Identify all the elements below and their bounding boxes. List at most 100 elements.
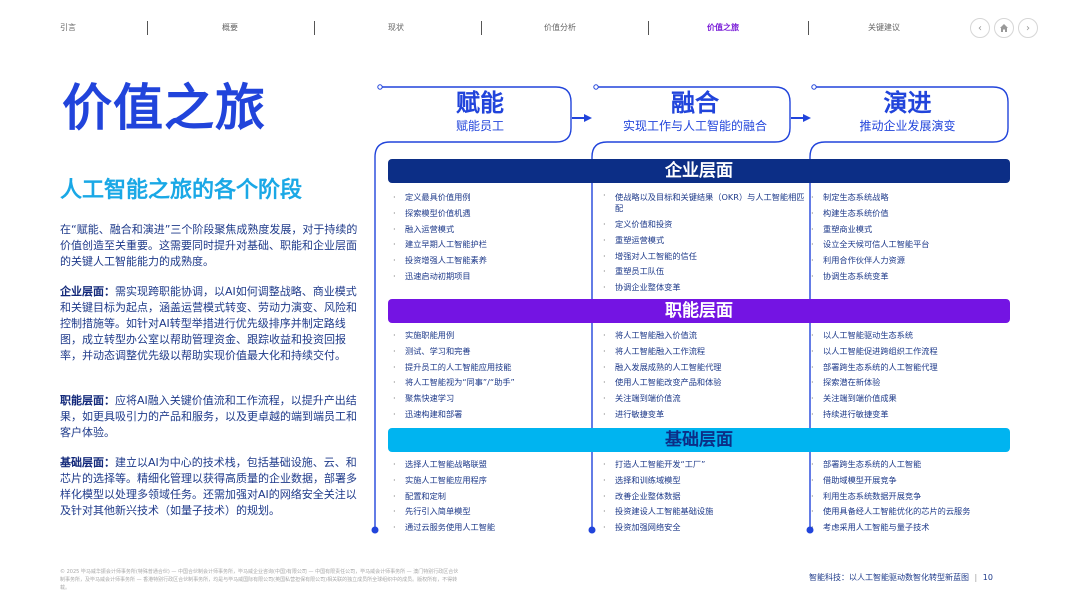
prev-page-button[interactable]: ‹ bbox=[970, 18, 990, 38]
nav-divider bbox=[648, 21, 649, 35]
enterprise-text: 需实现跨职能协调，以AI如何调整战略、商业模式和关键目标为起点，涵盖运营模式转变… bbox=[60, 285, 357, 362]
enterprise-heading: 企业层面： bbox=[60, 285, 115, 298]
list-item: 重塑商业模式 bbox=[808, 222, 1008, 238]
arrow-right-icon bbox=[572, 114, 811, 122]
foundation-text: 建立以AI为中心的技术栈，包括基础设施、云、和芯片的选择等。精细化管理以获得高质… bbox=[60, 456, 357, 517]
enterprise-integrate-list: 使战略以及目标和关键结果（OKR）与人工智能相匹配 定义价值和投资 重塑运营模式… bbox=[600, 190, 805, 296]
stage-subtitle: 赋能员工 bbox=[455, 119, 504, 133]
list-item: 重塑员工队伍 bbox=[600, 264, 805, 280]
list-item: 考虑采用人工智能与量子技术 bbox=[808, 520, 1008, 536]
foundation-paragraph: 基础层面：建立以AI为中心的技术栈，包括基础设施、云、和芯片的选择等。精细化管理… bbox=[60, 455, 360, 519]
nav-divider bbox=[808, 21, 809, 35]
nav-tab-value-journey[interactable]: 价值之旅 bbox=[707, 23, 739, 32]
list-item: 投资增强人工智能素养 bbox=[390, 253, 590, 269]
stage-subtitle: 实现工作与人工智能的融合 bbox=[622, 119, 767, 133]
list-item: 制定生态系统战略 bbox=[808, 190, 1008, 206]
enterprise-empower-list: 定义最具价值用例 探索模型价值机遇 融入运营模式 建立早期人工智能护栏 投资增强… bbox=[390, 190, 590, 285]
function-evolve-list: 以人工智能驱动生态系统 以人工智能促进跨组织工作流程 部署跨生态系统的人工智能代… bbox=[808, 328, 1008, 423]
list-item: 迅速启动初期项目 bbox=[390, 269, 590, 285]
list-item: 将人工智能视为“同事”/“助手” bbox=[390, 375, 590, 391]
list-item: 融入运营模式 bbox=[390, 222, 590, 238]
top-navigation: 引言 概要 现状 价值分析 价值之旅 关键建议 ‹ › bbox=[0, 18, 1067, 38]
list-item: 将人工智能融入价值流 bbox=[600, 328, 805, 344]
stage-integrate: 融合 实现工作与人工智能的融合 bbox=[605, 88, 785, 144]
page-subtitle: 人工智能之旅的各个阶段 bbox=[60, 178, 303, 203]
list-item: 投资加强网络安全 bbox=[600, 520, 805, 536]
chevron-left-icon: ‹ bbox=[978, 22, 982, 34]
footer-divider: | bbox=[974, 573, 978, 582]
enterprise-evolve-list: 制定生态系统战略 构建生态系统价值 重塑商业模式 设立全天候可信人工智能平台 利… bbox=[808, 190, 1008, 285]
footer-doc-title: 智能科技：以人工智能驱动数智化转型新蓝图 | 10 bbox=[809, 572, 993, 583]
list-item: 投资建设人工智能基础设施 bbox=[600, 504, 805, 520]
list-item: 实施人工智能应用程序 bbox=[390, 473, 590, 489]
function-level-band: 职能层面 bbox=[388, 299, 1010, 323]
page-title: 价值之旅 bbox=[62, 79, 266, 137]
enterprise-paragraph: 企业层面：需实现跨职能协调，以AI如何调整战略、商业模式和关键目标为起点，涵盖运… bbox=[60, 284, 360, 364]
stage-title: 演进 bbox=[883, 89, 932, 117]
nav-tab-summary[interactable]: 概要 bbox=[222, 23, 238, 32]
list-item: 借助域模型开展竞争 bbox=[808, 473, 1008, 489]
function-heading: 职能层面： bbox=[60, 394, 115, 407]
list-item: 使战略以及目标和关键结果（OKR）与人工智能相匹配 bbox=[600, 190, 805, 217]
chevron-right-icon: › bbox=[1026, 22, 1030, 34]
list-item: 选择人工智能战略联盟 bbox=[390, 457, 590, 473]
nav-divider bbox=[481, 21, 482, 35]
function-integrate-list: 将人工智能融入价值流 将人工智能融入工作流程 融入发展成熟的人工智能代理 使用人… bbox=[600, 328, 805, 423]
home-button[interactable] bbox=[994, 18, 1014, 38]
list-item: 配置和定制 bbox=[390, 489, 590, 505]
list-item: 进行敏捷变革 bbox=[600, 407, 805, 423]
list-item: 部署跨生态系统的人工智能 bbox=[808, 457, 1008, 473]
list-item: 增强对人工智能的信任 bbox=[600, 249, 805, 265]
nav-tab-key-recommendations[interactable]: 关键建议 bbox=[868, 23, 900, 32]
document-title: 智能科技：以人工智能驱动数智化转型新蓝图 bbox=[809, 573, 969, 582]
list-item: 打造人工智能开发“工厂” bbox=[600, 457, 805, 473]
list-item: 探索潜在新体验 bbox=[808, 375, 1008, 391]
stage-empower: 赋能 赋能员工 bbox=[395, 88, 565, 144]
list-item: 构建生态系统价值 bbox=[808, 206, 1008, 222]
list-item: 设立全天候可信人工智能平台 bbox=[808, 237, 1008, 253]
nav-tab-value-analysis[interactable]: 价值分析 bbox=[544, 23, 576, 32]
foundation-empower-list: 选择人工智能战略联盟 实施人工智能应用程序 配置和定制 先行引入简单模型 通过云… bbox=[390, 457, 590, 536]
foundation-level-band: 基础层面 bbox=[388, 428, 1010, 452]
function-empower-list: 实施职能用例 测试、学习和完善 提升员工的人工智能应用技能 将人工智能视为“同事… bbox=[390, 328, 590, 423]
list-item: 关注端到端价值成果 bbox=[808, 391, 1008, 407]
foundation-integrate-list: 打造人工智能开发“工厂” 选择和训练域模型 改善企业整体数据 投资建设人工智能基… bbox=[600, 457, 805, 536]
list-item: 以人工智能促进跨组织工作流程 bbox=[808, 344, 1008, 360]
stage-subtitle: 推动企业发展演变 bbox=[859, 119, 956, 133]
list-item: 使用人工智能改变产品和体验 bbox=[600, 375, 805, 391]
stage-evolve: 演进 推动企业发展演变 bbox=[820, 88, 995, 144]
list-item: 定义最具价值用例 bbox=[390, 190, 590, 206]
list-item: 选择和训练域模型 bbox=[600, 473, 805, 489]
nav-divider bbox=[147, 21, 148, 35]
next-page-button[interactable]: › bbox=[1018, 18, 1038, 38]
stage-title: 融合 bbox=[671, 89, 719, 117]
nav-tab-intro[interactable]: 引言 bbox=[60, 23, 76, 32]
nav-tab-status[interactable]: 现状 bbox=[388, 23, 404, 32]
list-item: 利用合作伙伴人力资源 bbox=[808, 253, 1008, 269]
list-item: 定义价值和投资 bbox=[600, 217, 805, 233]
list-item: 关注端到端价值流 bbox=[600, 391, 805, 407]
list-item: 持续进行敏捷变革 bbox=[808, 407, 1008, 423]
function-text: 应将AI融入关键价值流和工作流程，以提升产出结果，如更具吸引力的产品和服务，以及… bbox=[60, 394, 357, 439]
list-item: 测试、学习和完善 bbox=[390, 344, 590, 360]
legal-disclaimer: © 2025 毕马威华振会计师事务所(特殊普通合伙) — 中国合伙制会计师事务所… bbox=[60, 569, 459, 591]
list-item: 聚焦快速学习 bbox=[390, 391, 590, 407]
list-item: 以人工智能驱动生态系统 bbox=[808, 328, 1008, 344]
page-number: 10 bbox=[982, 573, 993, 582]
list-item: 融入发展成熟的人工智能代理 bbox=[600, 360, 805, 376]
list-item: 协调生态系统变革 bbox=[808, 269, 1008, 285]
list-item: 先行引入简单模型 bbox=[390, 504, 590, 520]
home-icon bbox=[1000, 24, 1008, 32]
foundation-heading: 基础层面： bbox=[60, 456, 115, 469]
function-paragraph: 职能层面：应将AI融入关键价值流和工作流程，以提升产出结果，如更具吸引力的产品和… bbox=[60, 393, 360, 441]
list-item: 使用具备经人工智能优化的芯片的云服务 bbox=[808, 504, 1008, 520]
list-item: 部署跨生态系统的人工智能代理 bbox=[808, 360, 1008, 376]
intro-paragraph: 在“赋能、融合和演进”三个阶段聚焦成熟度发展，对于持续的价值创造至关重要。这需要… bbox=[60, 223, 358, 268]
list-item: 通过云服务使用人工智能 bbox=[390, 520, 590, 536]
list-item: 改善企业整体数据 bbox=[600, 489, 805, 505]
list-item: 利用生态系统数据开展竞争 bbox=[808, 489, 1008, 505]
list-item: 实施职能用例 bbox=[390, 328, 590, 344]
enterprise-level-band: 企业层面 bbox=[388, 159, 1010, 183]
